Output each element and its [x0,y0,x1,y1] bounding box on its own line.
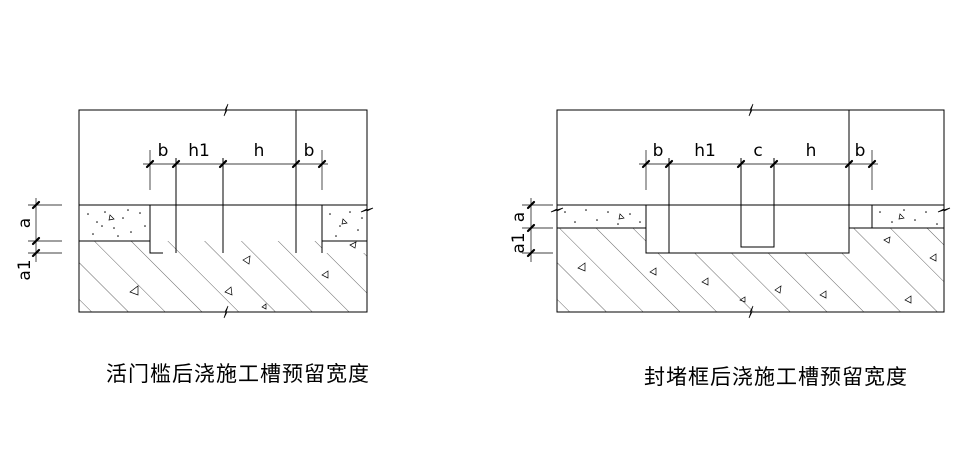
dim-a: a [509,212,529,222]
screed-layer [564,209,938,225]
dim-c: c [753,141,762,161]
aggregate-marks [577,236,937,304]
floor-outline [78,205,368,313]
aggregate-marks [129,241,357,310]
dim-a: a [15,218,35,228]
left-detail: b h1 h b a a1 [15,103,374,319]
screed-layer [87,209,363,237]
break-mark-top [223,103,229,117]
dim-b-right: b [304,141,315,161]
dim-a1: a1 [15,259,35,280]
dim-h: h [254,141,265,161]
groove-outline [149,205,163,254]
slab-hatch [557,228,944,312]
dim-b-left: b [158,141,169,161]
dim-b-right: b [855,141,866,161]
dim-h1: h1 [694,141,716,161]
dim-a1: a1 [509,232,529,253]
dim-h: h [806,141,817,161]
right-caption: 封堵框后浇施工槽预留宽度 [644,365,908,389]
groove-outline [645,205,850,254]
wall-block [556,109,945,206]
right-detail: b h1 c h b a a1 [509,103,951,319]
break-mark-top [748,103,754,117]
dim-b-left: b [653,141,664,161]
floor-outline [556,205,945,313]
dim-h1: h1 [188,141,210,161]
left-caption: 活门槛后浇施工槽预留宽度 [106,362,370,386]
